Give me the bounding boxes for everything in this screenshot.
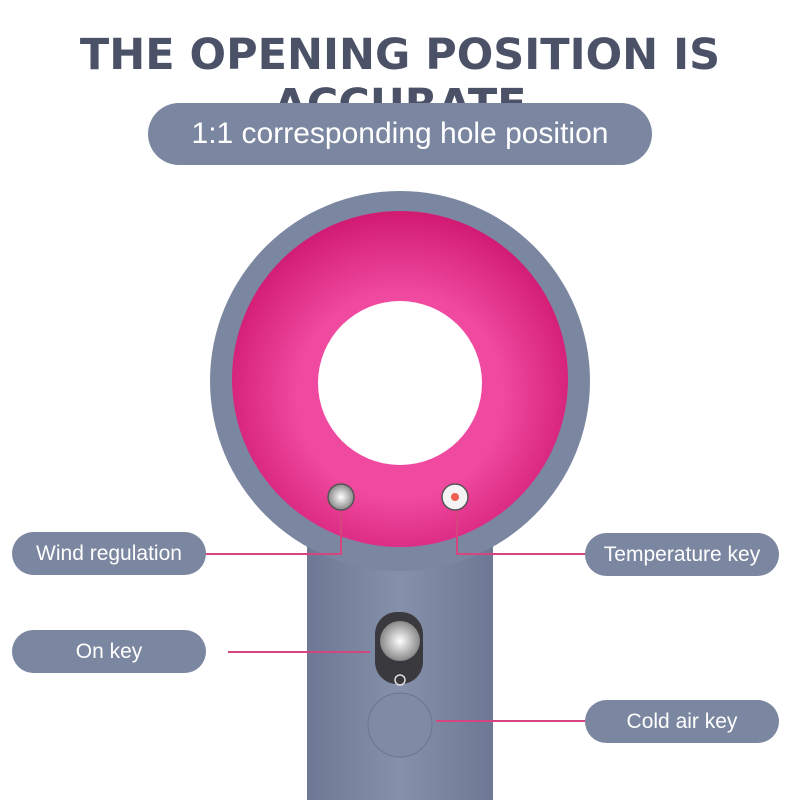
wind-regulation-button xyxy=(327,483,355,511)
temperature-key-label: Temperature key xyxy=(585,533,779,576)
wind-regulation-label: Wind regulation xyxy=(12,532,206,575)
on-indicator-icon xyxy=(394,674,406,686)
wind-pointer-line xyxy=(205,512,342,555)
temperature-dot-icon xyxy=(451,493,459,501)
center-hole xyxy=(318,301,482,465)
on-key-button xyxy=(380,621,420,661)
cold-air-key-label: Cold air key xyxy=(585,700,779,743)
cold-air-button xyxy=(367,692,433,758)
on-key-label: On key xyxy=(12,630,206,673)
temperature-pointer-line xyxy=(456,512,585,555)
subtitle-pill: 1:1 corresponding hole position xyxy=(148,103,652,165)
